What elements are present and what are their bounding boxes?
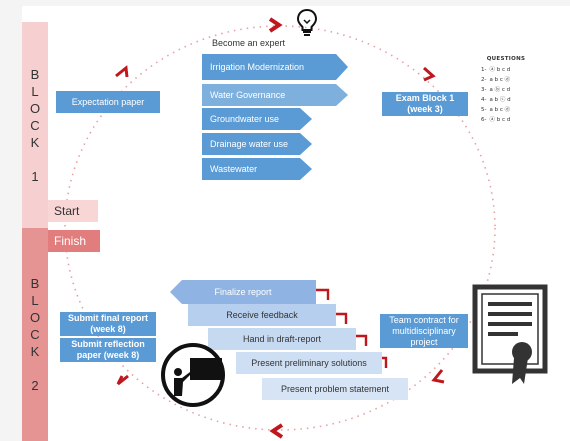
question-number: 1-	[481, 67, 487, 73]
question-options: ⓐ b c d	[489, 67, 511, 73]
block-2-letter: C	[30, 327, 40, 342]
block-2-letter: B	[30, 276, 40, 291]
exam-block-1-box: Exam Block 1 (week 3)	[382, 92, 468, 116]
block-2-bar: B L O C K 2	[22, 228, 48, 441]
step-connector-arrow	[356, 334, 368, 346]
question-options: a b ⓒ d	[489, 97, 511, 103]
question-row: 2-a b c ⓓ	[478, 75, 534, 85]
submit-final-report-box: Submit final report (week 8)	[60, 312, 156, 336]
bottom-right-arrow	[431, 369, 445, 384]
question-options: a b c ⓓ	[489, 77, 511, 83]
block-1-letter: K	[30, 134, 40, 150]
question-options: a ⓑ c d	[489, 87, 511, 93]
block-1-letter: O	[29, 100, 41, 116]
question-number: 2-	[481, 77, 487, 83]
step-present-preliminary-solutions: Present preliminary solutions	[236, 352, 382, 374]
questions-title: QUESTIONS	[486, 56, 526, 62]
question-row: 5-a b c ⓓ	[478, 105, 534, 115]
certificate-icon	[472, 284, 548, 384]
question-options: ⓐ b c d	[489, 117, 511, 123]
bottom-left-arrow	[116, 374, 129, 386]
topic-drainage-water-use: Drainage water use	[202, 133, 312, 155]
submit-reflection-paper-box: Submit reflection paper (week 8)	[60, 338, 156, 362]
block-2-letter: K	[30, 344, 40, 359]
block-1-number: 1	[31, 168, 39, 184]
question-number: 4-	[481, 97, 487, 103]
block-1-letter: B	[30, 66, 40, 82]
block-1-letter: L	[31, 83, 39, 99]
team-contract-box: Team contract for multidisciplinary proj…	[380, 314, 468, 348]
step-receive-feedback: Receive feedback	[188, 304, 336, 326]
question-options: a b c ⓓ	[489, 107, 511, 113]
step-finalize-report: Finalize report	[170, 280, 316, 304]
question-number: 5-	[481, 107, 487, 113]
lightbulb-icon	[296, 8, 318, 36]
start-label: Start	[48, 200, 98, 222]
become-expert-label: Become an expert	[212, 38, 286, 48]
block-1-letter: C	[30, 117, 40, 133]
teacher-presentation-icon	[161, 343, 225, 407]
block-2-letter: O	[29, 310, 41, 325]
question-row: 6-ⓐ b c d	[478, 115, 534, 125]
step-hand-in-draft-report: Hand in draft-report	[208, 328, 356, 350]
questions-sheet-icon: QUESTIONS 1-ⓐ b c d 2-a b c ⓓ 3-a ⓑ c d …	[478, 56, 534, 140]
topic-water-governance: Water Governance	[202, 84, 348, 106]
question-number: 6-	[481, 117, 487, 123]
expectation-paper-box: Expectation paper	[56, 91, 160, 113]
block-2-letter: L	[31, 293, 39, 308]
topic-irrigation-modernization: Irrigation Modernization	[202, 54, 348, 80]
question-row: 4-a b ⓒ d	[478, 95, 534, 105]
top-chevron-arrow	[268, 17, 283, 33]
step-connector-arrow	[316, 288, 330, 300]
topic-wastewater: Wastewater	[202, 158, 312, 180]
topic-groundwater-use: Groundwater use	[202, 108, 312, 130]
question-row: 3-a ⓑ c d	[478, 85, 534, 95]
block-2-number: 2	[31, 378, 39, 393]
top-right-arrow	[423, 66, 436, 82]
finish-label: Finish	[48, 230, 100, 252]
bottom-chevron-arrow	[269, 423, 284, 439]
question-number: 3-	[481, 87, 487, 93]
step-present-problem-statement: Present problem statement	[262, 378, 408, 400]
question-row: 1-ⓐ b c d	[478, 65, 534, 75]
block-1-bar: B L O C K 1	[22, 22, 48, 228]
top-left-arrow	[115, 65, 129, 78]
step-connector-arrow	[336, 312, 348, 324]
